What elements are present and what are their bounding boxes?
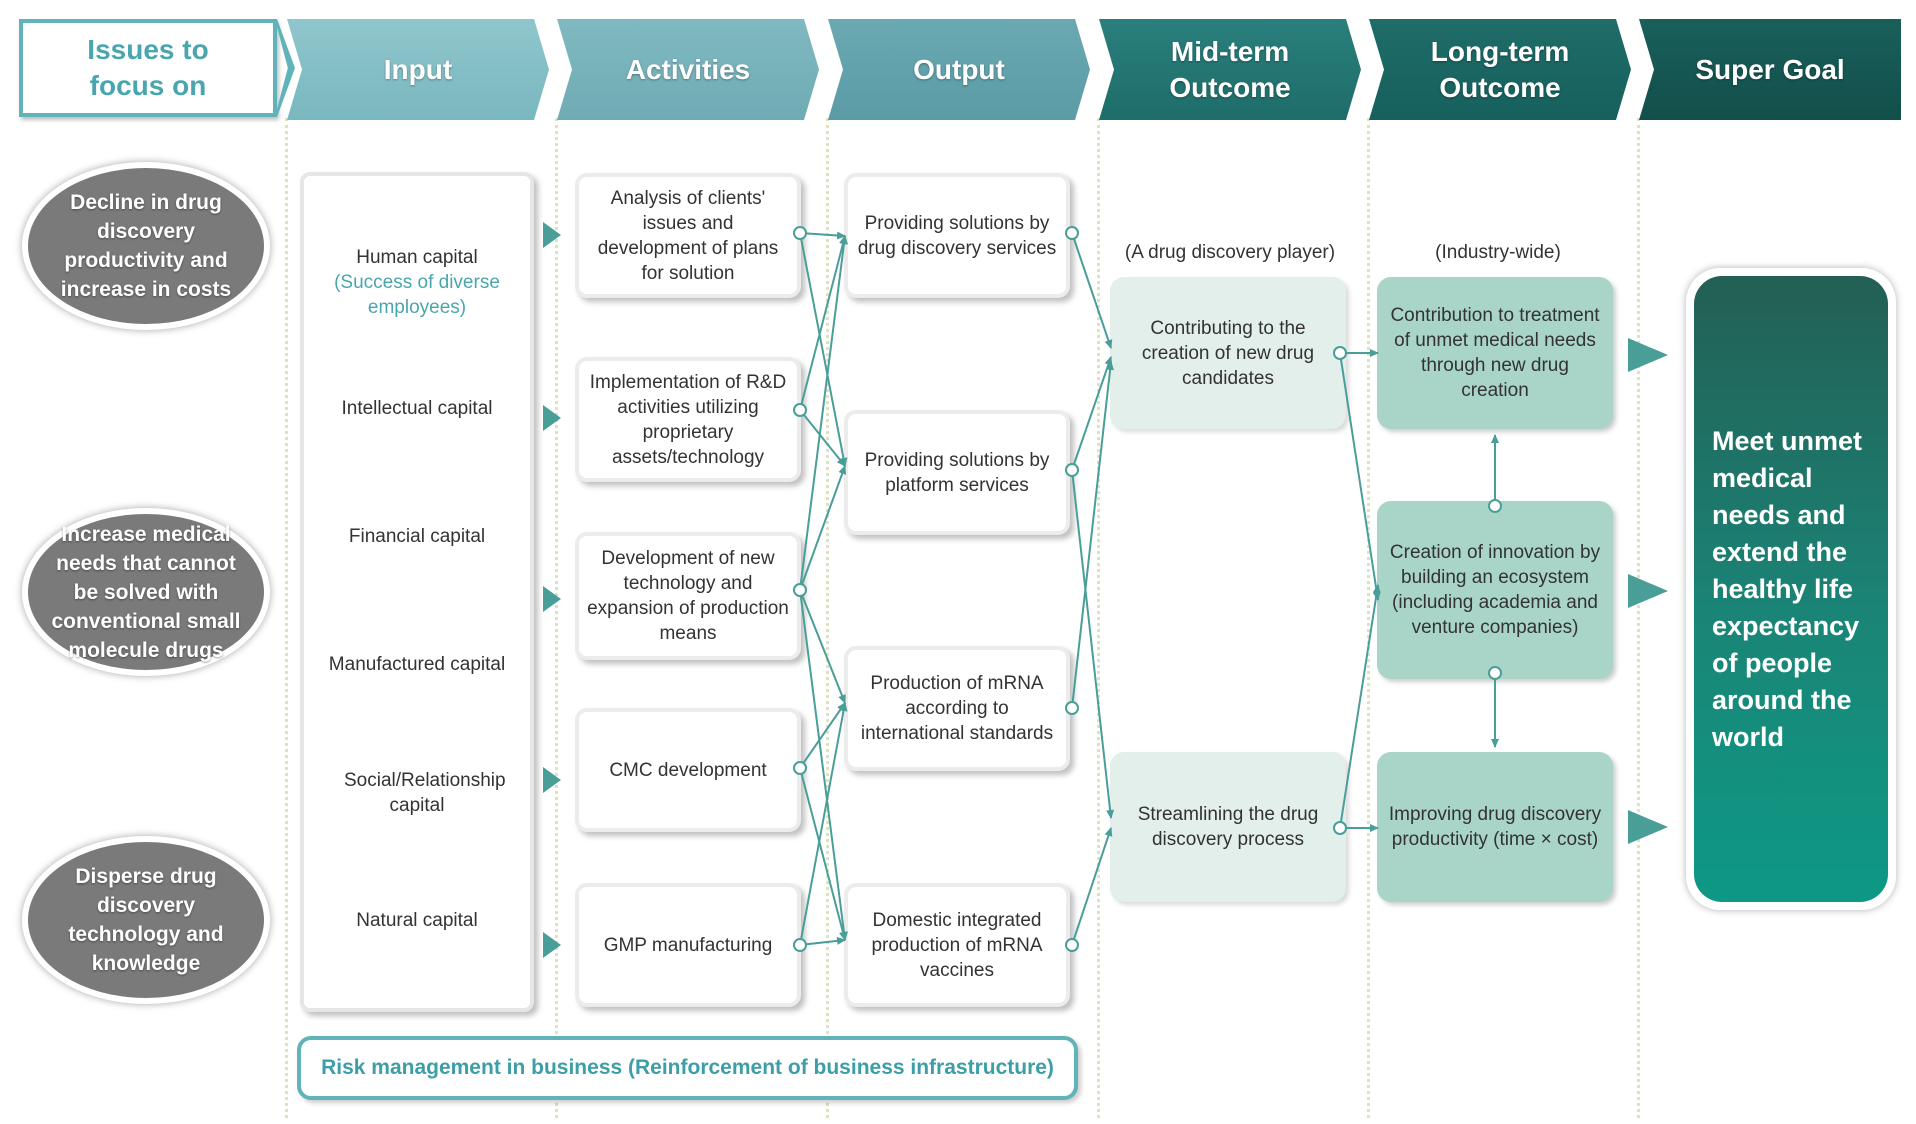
input-manufactured-capital: Manufactured capital: [328, 654, 506, 675]
activity-gmp-text: GMP manufacturing: [603, 934, 773, 956]
input-human-capital: Human capital (Success of diverse employ…: [304, 245, 530, 320]
issue-medical-needs: Increase medical needs that cannot be so…: [22, 508, 270, 676]
column-separator: [555, 118, 558, 1118]
super-goal: Meet unmet medical needs and extend the …: [1694, 276, 1888, 902]
header-longterm: Long-term Outcome: [1369, 19, 1631, 120]
activity-rnd-text: Implementation of R&D activities utilizi…: [589, 371, 787, 468]
header-activities-label: Activities: [625, 53, 751, 85]
output-mrna-production-text: Production of mRNA according to internat…: [860, 673, 1054, 744]
longterm-unmet-needs: Contribution to treatment of unmet medic…: [1377, 277, 1613, 429]
activity-gmp: GMP manufacturing: [575, 883, 801, 1007]
header-input-label: Input: [383, 53, 453, 85]
output-midterm-arrows: [1071, 232, 1115, 946]
input-natural-capital: Natural capital: [356, 910, 478, 931]
longterm-label: (Industry-wide): [1435, 242, 1561, 263]
activity-analysis: Analysis of clients' issues and developm…: [575, 173, 801, 298]
midterm-new-drug-candidates-text: Contributing to the creation of new drug…: [1141, 317, 1315, 389]
input-arrowheads: [543, 222, 561, 958]
header-midterm: Mid-term Outcome: [1099, 19, 1361, 120]
input-human-label: Human capital: [356, 247, 478, 268]
input-financial-capital: Financial capital: [348, 526, 486, 547]
activity-new-technology-text: Development of new technology and expans…: [587, 548, 789, 644]
issue-disperse-technology: Disperse drug discovery technology and k…: [22, 836, 270, 1004]
output-platform-text: Providing solutions by platform services: [864, 449, 1050, 496]
risk-management-text: Risk management in business (Reinforceme…: [321, 1056, 1054, 1079]
activity-rnd: Implementation of R&D activities utilizi…: [575, 357, 801, 482]
activity-analysis-text: Analysis of clients' issues and developm…: [597, 187, 779, 284]
header-output: Output: [828, 19, 1090, 120]
header-activities: Activities: [557, 19, 819, 120]
output-connector-dots: [1065, 226, 1079, 952]
output-mrna-production: Production of mRNA according to internat…: [844, 646, 1070, 771]
column-separator: [826, 118, 829, 1118]
midterm-new-drug-candidates: Contributing to the creation of new drug…: [1110, 277, 1346, 429]
issue-medical-needs-text: Increase medical needs that cannot be so…: [51, 522, 241, 662]
activity-cmc: CMC development: [575, 708, 801, 832]
header-supergoal-label: Super Goal: [1695, 53, 1845, 85]
header-longterm-label: Long-term Outcome: [1430, 35, 1570, 103]
input-social-capital: Social/Relationship capital: [344, 770, 506, 816]
header-supergoal: Super Goal: [1639, 19, 1901, 120]
input-human-note: (Success of diverse employees): [334, 272, 500, 318]
risk-management-bar: Risk management in business (Reinforceme…: [297, 1036, 1078, 1100]
issue-disperse-technology-text: Disperse drug discovery technology and k…: [68, 865, 224, 975]
column-separator: [1367, 118, 1370, 1118]
super-goal-text: Meet unmet medical needs and extend the …: [1712, 425, 1863, 752]
header-issues: Issues to focus on: [19, 19, 277, 117]
header-issues-label: Issues to focus on: [87, 34, 209, 101]
midterm-streamlining: Streamlining the drug discovery process: [1110, 752, 1346, 902]
header-output-label: Output: [913, 53, 1005, 85]
column-separator: [1637, 118, 1640, 1118]
midterm-longterm-arrows: [1339, 349, 1381, 832]
activity-output-arrows: [799, 231, 848, 946]
output-platform: Providing solutions by platform services: [844, 410, 1070, 535]
output-mrna-vaccines: Domestic integrated production of mRNA v…: [844, 883, 1070, 1007]
column-separator: [285, 118, 288, 1118]
output-drug-discovery-text: Providing solutions by drug discovery se…: [857, 212, 1057, 259]
input-column: [300, 172, 534, 1012]
output-mrna-vaccines-text: Domestic integrated production of mRNA v…: [871, 909, 1043, 981]
activity-cmc-text: CMC development: [609, 759, 767, 781]
midterm-label: (A drug discovery player): [1124, 242, 1336, 263]
midterm-streamlining-text: Streamlining the drug discovery process: [1137, 804, 1319, 850]
longterm-productivity: Improving drug discovery productivity (t…: [1377, 752, 1613, 902]
longterm-innovation-ecosystem: Creation of innovation by building an ec…: [1377, 501, 1613, 679]
goal-arrowheads: [1628, 338, 1668, 844]
header-midterm-label: Mid-term Outcome: [1169, 35, 1291, 103]
issue-productivity: Decline in drug discovery productivity a…: [22, 162, 270, 330]
longterm-productivity-text: Improving drug discovery productivity (t…: [1388, 804, 1602, 850]
longterm-unmet-needs-text: Contribution to treatment of unmet medic…: [1390, 305, 1600, 401]
output-drug-discovery: Providing solutions by drug discovery se…: [844, 173, 1070, 298]
input-intellectual-capital: Intellectual capital: [341, 398, 493, 419]
issue-productivity-text: Decline in drug discovery productivity a…: [60, 191, 232, 301]
longterm-innovation-ecosystem-text: Creation of innovation by building an ec…: [1389, 542, 1601, 638]
activity-new-technology: Development of new technology and expans…: [575, 532, 801, 660]
column-separator: [1097, 118, 1100, 1118]
header-input: Input: [287, 19, 549, 120]
